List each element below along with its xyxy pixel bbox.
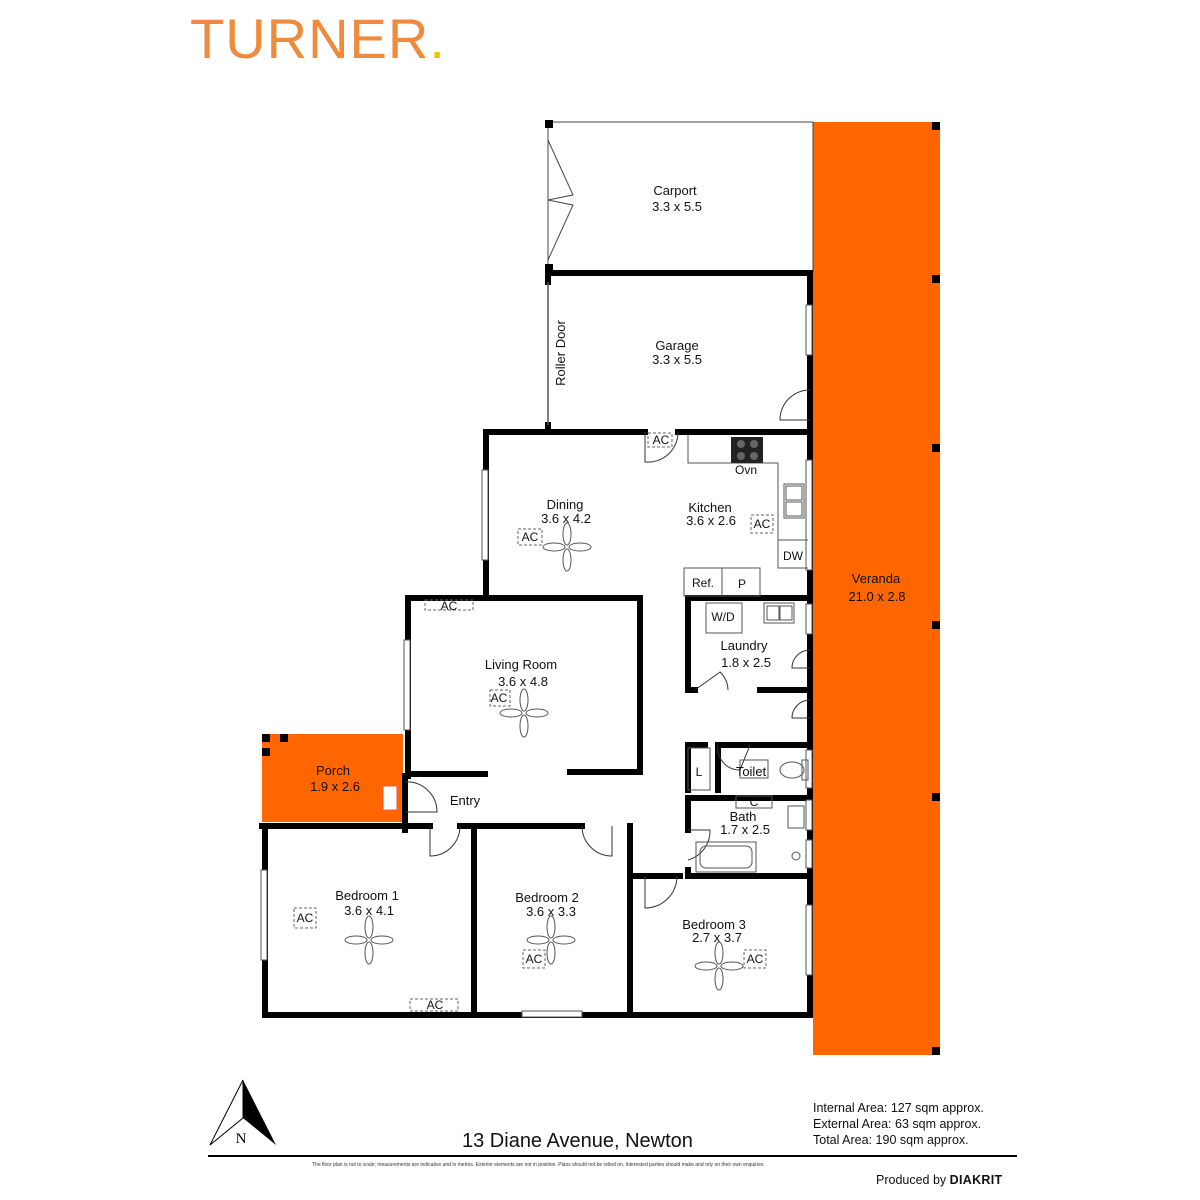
oven-label: Ovn — [735, 463, 757, 477]
kitchen-sink-icon — [783, 483, 805, 519]
total-area: Total Area: 190 sqm approx. — [813, 1133, 969, 1147]
ac-label: AC — [747, 952, 764, 966]
linen-label: L — [696, 765, 703, 779]
porch-label: Porch — [316, 763, 350, 778]
fan-icon — [526, 915, 576, 965]
veranda-dims: 21.0 x 2.8 — [848, 589, 905, 604]
laundry-label: Laundry — [721, 638, 768, 653]
brand-dot: . — [429, 7, 446, 70]
bedroom1-dims: 3.6 x 4.1 — [344, 903, 394, 918]
veranda-label: Veranda — [852, 571, 901, 586]
ac-label: AC — [754, 517, 771, 531]
entry-label: Entry — [450, 793, 481, 808]
toilet-label: Toilet — [736, 764, 767, 779]
ac-label: AC — [522, 530, 539, 544]
external-area: External Area: 63 sqm approx. — [813, 1117, 982, 1131]
fan-icon — [499, 688, 549, 738]
porch-area — [262, 734, 403, 822]
ac-label: AC — [427, 998, 444, 1012]
porch-dims: 1.9 x 2.6 — [310, 779, 360, 794]
laundry-dims: 1.8 x 2.5 — [721, 655, 771, 670]
porch-sign-icon — [382, 785, 398, 811]
bath-tub-icon — [695, 841, 757, 873]
kitchen-label: Kitchen — [688, 500, 731, 515]
bedroom2-label: Bedroom 2 — [515, 890, 579, 905]
door-swings — [404, 389, 811, 909]
produced-by: Produced by DIAKRIT — [876, 1173, 1002, 1187]
internal-area: Internal Area: 127 sqm approx. — [813, 1101, 984, 1115]
ac-label: AC — [653, 433, 670, 447]
bath-label: Bath — [730, 809, 757, 824]
fridge-label: Ref. — [692, 576, 714, 590]
producer-logo: DIAKRIT — [949, 1173, 1003, 1187]
washer-dryer-label: W/D — [711, 610, 735, 624]
cooktop-icon — [731, 437, 763, 463]
dining-label: Dining — [547, 497, 584, 512]
bath-dims: 1.7 x 2.5 — [720, 822, 770, 837]
porch-posts — [262, 734, 288, 756]
cupboard-label: C — [750, 795, 759, 809]
ac-label: AC — [441, 599, 458, 613]
windows — [260, 304, 813, 1018]
north-compass-icon: N — [209, 1079, 276, 1147]
garage-label: Garage — [655, 338, 698, 353]
veranda-posts — [932, 122, 940, 1055]
bedroom2-dims: 3.6 x 3.3 — [526, 904, 576, 919]
kitchen-benches — [683, 435, 808, 809]
ac-units — [293, 432, 774, 1012]
garage-dims: 3.3 x 5.5 — [652, 352, 702, 367]
produced-by-prefix: Produced by — [876, 1173, 947, 1187]
roller-door-label: Roller Door — [553, 319, 568, 385]
ac-label: AC — [491, 691, 508, 705]
fan-icon — [694, 941, 744, 991]
living-room-dims: 3.6 x 4.8 — [498, 674, 548, 689]
kitchen-dims: 3.6 x 2.6 — [686, 513, 736, 528]
bedroom3-label: Bedroom 3 — [682, 917, 746, 932]
laundry-sink-icon — [763, 602, 795, 624]
carport-dims: 3.3 x 5.5 — [652, 199, 702, 214]
disclaimer: The floor plan is not to scale; measurem… — [312, 1162, 765, 1168]
fan-icon — [542, 522, 592, 572]
property-address: 13 Diane Avenue, Newton — [462, 1130, 693, 1152]
basin-icon — [787, 805, 805, 861]
dishwasher-label: DW — [783, 549, 804, 563]
toilet-icon — [779, 759, 809, 781]
bedroom1-label: Bedroom 1 — [335, 888, 399, 903]
brand-logo: TURNER. — [190, 6, 446, 71]
ac-label: AC — [526, 952, 543, 966]
living-room-label: Living Room — [485, 657, 557, 672]
carport-outline — [547, 121, 814, 272]
veranda-area — [813, 122, 940, 1055]
carport-label: Carport — [653, 183, 697, 198]
pantry-label: P — [738, 577, 746, 591]
bedroom3-dims: 2.7 x 3.7 — [692, 930, 742, 945]
ceiling-fans — [344, 522, 744, 991]
area-summary: Internal Area: 127 sqm approx. External … — [813, 1100, 984, 1148]
brand-name: TURNER — [190, 7, 430, 70]
north-label: N — [236, 1131, 247, 1147]
ac-label: AC — [297, 911, 314, 925]
fan-icon — [344, 915, 394, 965]
dining-dims: 3.6 x 4.2 — [541, 511, 591, 526]
